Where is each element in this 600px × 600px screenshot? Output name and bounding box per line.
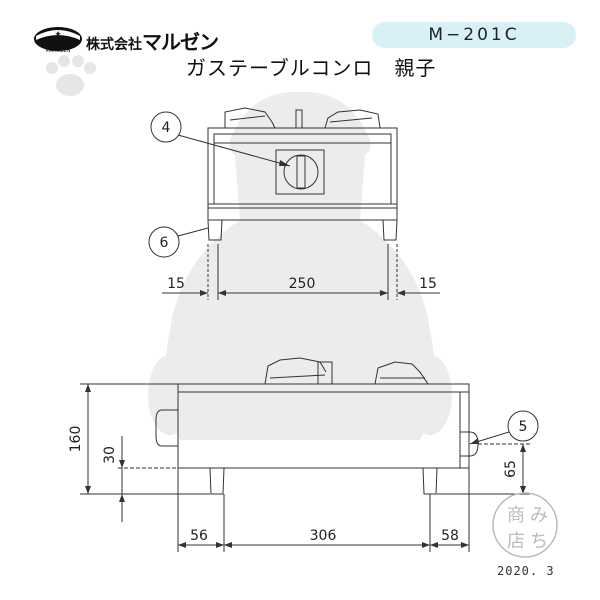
front-foot-right xyxy=(382,219,398,241)
front-dim-250: 250 xyxy=(289,276,316,292)
side-dim-306-label: 306 xyxy=(310,528,337,544)
revision-date: 2020. 3 xyxy=(497,564,555,578)
side-grate-bars xyxy=(269,374,425,379)
product-title: ガステーブルコンロ 親子 xyxy=(186,56,437,80)
side-dim-56-label: 56 xyxy=(190,528,208,544)
model-number-badge: M−201C xyxy=(372,22,576,48)
stamp-char-4: 店 xyxy=(507,531,525,552)
side-knob xyxy=(155,409,178,447)
callout-4-arrowhead xyxy=(279,160,290,166)
callout-6-circle xyxy=(148,226,180,258)
side-dim-65-label: 65 xyxy=(503,460,519,478)
front-knob xyxy=(283,154,319,190)
side-dim-58-label: 58 xyxy=(441,528,459,544)
front-foot-left xyxy=(207,219,223,241)
front-knob-plate xyxy=(275,149,325,195)
brand-name: 株式会社マルゼン xyxy=(86,26,219,55)
side-body xyxy=(177,383,470,469)
logo-emblem: ✦ MARUZEN xyxy=(34,27,82,54)
side-grate-right xyxy=(374,361,429,385)
side-dim-160-label: 160 xyxy=(68,426,84,453)
front-grate-right xyxy=(324,109,381,129)
brand-kanji: 株式会社 xyxy=(86,37,142,53)
front-dim-15-left: 15 xyxy=(167,276,185,292)
callout-5-circle xyxy=(507,410,539,442)
front-top-rim xyxy=(213,133,392,144)
callout-6-label: 6 xyxy=(160,235,169,251)
stamp-char-2: み xyxy=(530,505,548,526)
front-grate-bars xyxy=(229,115,373,123)
front-knob-grip xyxy=(296,155,306,189)
side-dim-30-label: 30 xyxy=(102,446,118,464)
logo-small-text: MARUZEN xyxy=(45,48,70,54)
side-center-post xyxy=(317,361,333,385)
side-foot-right xyxy=(422,467,438,495)
front-dim-15-right: 15 xyxy=(419,276,437,292)
side-view: 5 160 30 65 xyxy=(68,357,539,552)
side-grate-left xyxy=(264,357,327,385)
side-foot-left xyxy=(209,467,225,495)
stamp-char-1: 商 xyxy=(507,505,525,526)
watermark-cat xyxy=(148,91,452,440)
front-grate-left xyxy=(224,107,276,129)
front-view: 15 250 15 4 6 xyxy=(148,107,440,300)
callout-5-label: 5 xyxy=(519,419,528,435)
callout-4-label: 4 xyxy=(162,120,171,136)
shop-stamp: 商 み ち 店 xyxy=(492,492,558,558)
callout-4-leader xyxy=(177,134,291,167)
callout-6-leader xyxy=(177,227,209,237)
brand-katakana: マルゼン xyxy=(142,30,219,54)
logo-star: ✦ xyxy=(54,30,62,40)
front-center-post xyxy=(295,109,303,129)
front-body xyxy=(207,127,398,221)
watermark-paw xyxy=(46,55,96,96)
stamp-char-3: ち xyxy=(530,531,548,552)
callout-4-circle xyxy=(150,111,182,143)
